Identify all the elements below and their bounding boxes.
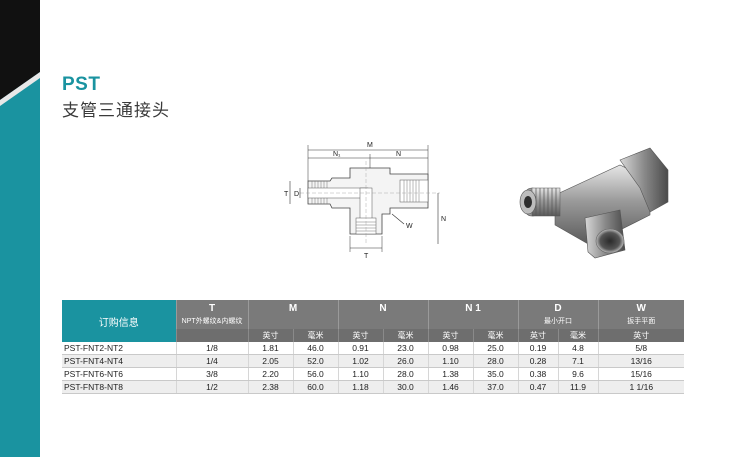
label-M: M bbox=[367, 142, 373, 149]
label-W: W bbox=[406, 223, 413, 230]
cell-n-mm: 28.0 bbox=[382, 367, 429, 381]
product-image bbox=[500, 140, 680, 265]
cell-w: 5/8 bbox=[597, 342, 685, 355]
cell-m-in: 2.20 bbox=[247, 367, 293, 381]
col-header-N: N bbox=[337, 300, 429, 329]
cell-n1-in: 1.38 bbox=[427, 367, 474, 381]
col-header-M: M bbox=[247, 300, 338, 329]
table-unit-row: 英寸 毫米 英寸 毫米 英寸 毫米 英寸 毫米 英寸 bbox=[62, 329, 685, 342]
cell-m-mm: 46.0 bbox=[292, 342, 338, 355]
cell-n1-mm: 25.0 bbox=[472, 342, 519, 355]
unit-inch: 英寸 bbox=[517, 329, 559, 342]
cell-d-mm: 9.6 bbox=[557, 367, 599, 381]
cell-m-in: 2.05 bbox=[247, 354, 293, 368]
dimension-diagram: M N₁ N T D bbox=[270, 136, 470, 266]
cell-d-in: 0.28 bbox=[517, 354, 559, 368]
cell-n1-mm: 35.0 bbox=[472, 367, 519, 381]
col-header-N1: N 1 bbox=[427, 300, 519, 329]
unit-inch: 英寸 bbox=[427, 329, 474, 342]
left-decorative-band bbox=[0, 0, 40, 457]
cell-n-in: 1.02 bbox=[337, 354, 383, 368]
cell-t: 1/8 bbox=[175, 342, 248, 355]
cell-w: 13/16 bbox=[597, 354, 685, 368]
unit-inch: 英寸 bbox=[337, 329, 383, 342]
part-number: PST-FNT6-NT6 bbox=[62, 367, 176, 381]
unit-mm: 毫米 bbox=[557, 329, 599, 342]
cell-m-mm: 52.0 bbox=[292, 354, 338, 368]
cell-w: 1 1/16 bbox=[597, 380, 685, 394]
cell-n-in: 1.10 bbox=[337, 367, 383, 381]
cell-t: 1/4 bbox=[175, 354, 248, 368]
order-info-header: 订购信息 bbox=[62, 300, 176, 342]
label-N1: N₁ bbox=[333, 151, 341, 158]
cell-m-in: 2.38 bbox=[247, 380, 293, 394]
label-D: D bbox=[294, 191, 299, 198]
cell-n1-in: 1.10 bbox=[427, 354, 474, 368]
table-row: PST-FNT2-NT2 1/8 1.81 46.0 0.91 23.0 0.9… bbox=[62, 342, 685, 355]
unit-mm: 毫米 bbox=[472, 329, 519, 342]
cell-n1-in: 0.98 bbox=[427, 342, 474, 355]
cell-t: 3/8 bbox=[175, 367, 248, 381]
cell-d-in: 0.47 bbox=[517, 380, 559, 394]
unit-mm: 毫米 bbox=[382, 329, 429, 342]
label-T-bottom: T bbox=[364, 253, 369, 260]
label-N: N bbox=[396, 151, 401, 158]
cell-m-mm: 56.0 bbox=[292, 367, 338, 381]
label-T-left: T bbox=[284, 191, 289, 198]
cell-d-mm: 7.1 bbox=[557, 354, 599, 368]
cell-n1-mm: 37.0 bbox=[472, 380, 519, 394]
page-subtitle: 支管三通接头 bbox=[62, 101, 170, 121]
cell-d-in: 0.38 bbox=[517, 367, 559, 381]
table-row: PST-FNT4-NT4 1/4 2.05 52.0 1.02 26.0 1.1… bbox=[62, 354, 685, 368]
part-number: PST-FNT2-NT2 bbox=[62, 342, 176, 355]
page-title: PST bbox=[62, 74, 101, 95]
cell-t: 1/2 bbox=[175, 380, 248, 394]
cell-n1-mm: 28.0 bbox=[472, 354, 519, 368]
cell-n1-in: 1.46 bbox=[427, 380, 474, 394]
cell-n-mm: 30.0 bbox=[382, 380, 429, 394]
cell-m-mm: 60.0 bbox=[292, 380, 338, 394]
cell-n-in: 1.18 bbox=[337, 380, 383, 394]
cell-n-in: 0.91 bbox=[337, 342, 383, 355]
table-row: PST-FNT8-NT8 1/2 2.38 60.0 1.18 30.0 1.4… bbox=[62, 380, 685, 394]
part-number: PST-FNT4-NT4 bbox=[62, 354, 176, 368]
cell-d-mm: 4.8 bbox=[557, 342, 599, 355]
unit-inch: 英寸 bbox=[247, 329, 293, 342]
cell-n-mm: 26.0 bbox=[382, 354, 429, 368]
cell-m-in: 1.81 bbox=[247, 342, 293, 355]
cell-n-mm: 23.0 bbox=[382, 342, 429, 355]
part-number: PST-FNT8-NT8 bbox=[62, 380, 176, 394]
cell-w: 15/16 bbox=[597, 367, 685, 381]
cell-d-in: 0.19 bbox=[517, 342, 559, 355]
table-row: PST-FNT6-NT6 3/8 2.20 56.0 1.10 28.0 1.3… bbox=[62, 367, 685, 381]
unit-inch: 英寸 bbox=[597, 329, 685, 342]
unit-blank bbox=[175, 329, 248, 342]
cell-d-mm: 11.9 bbox=[557, 380, 599, 394]
unit-mm: 毫米 bbox=[292, 329, 338, 342]
label-N-right: N bbox=[441, 216, 446, 223]
